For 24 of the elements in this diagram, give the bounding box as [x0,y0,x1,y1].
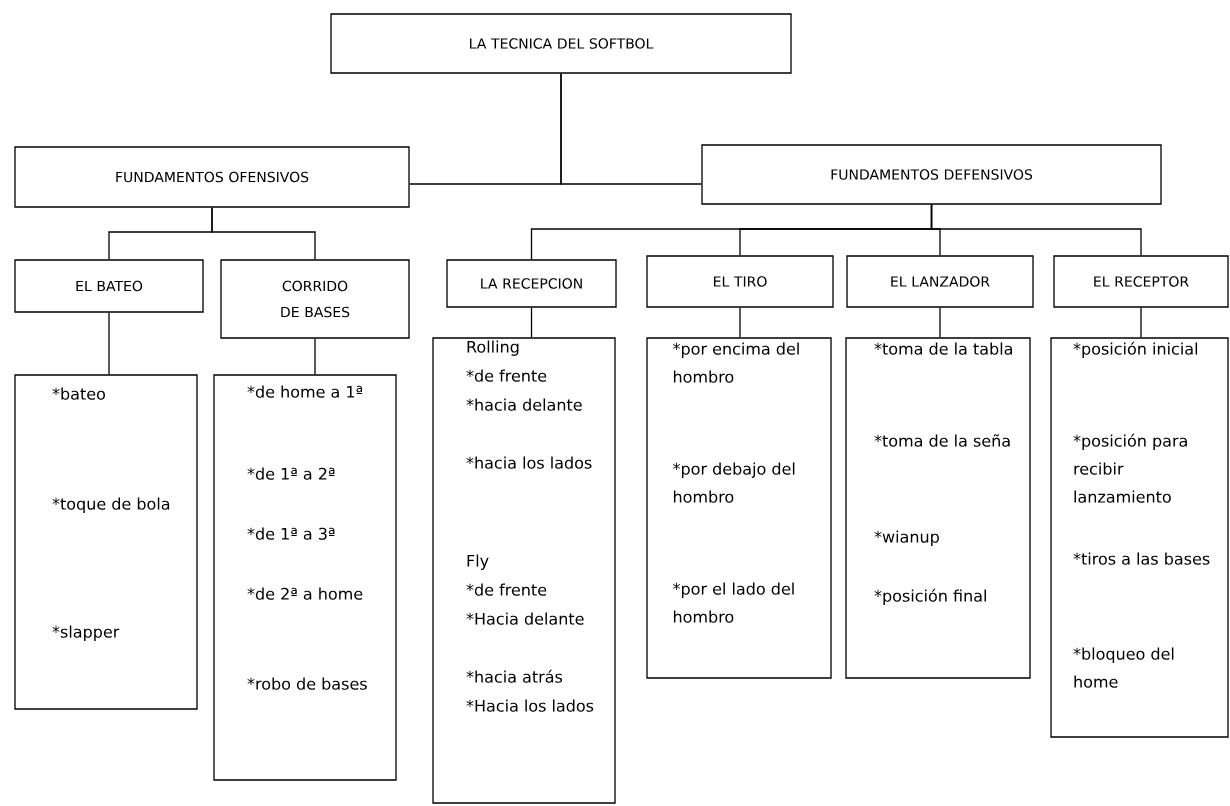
connector-line [530,307,533,338]
category-box: EL LANZADOR [846,255,1034,308]
connector-line [939,307,941,338]
category-box: EL RECEPTOR [1053,255,1229,308]
list-box: *por encima del hombro *por debajo del hombro *por el lado del hombro [646,337,832,679]
title-box: LA TECNICA DEL SOFTBOL [330,13,792,74]
category-box: FUNDAMENTOS OFENSIVOS [14,146,410,208]
connector-line [211,207,316,260]
list-box: Rolling *de frente *hacia delante *hacia los lados Fly *de frente *Hacia delante *hacia atrás *Hacia los lados [432,337,616,804]
category-box: EL BATEO [14,259,204,313]
category-box: LA RECEPCION [446,259,617,308]
category-box: EL TIRO [646,255,834,308]
connector-line [314,338,316,375]
list-box: *posición inicial *posición para recibir lanzamiento *tiros a las bases *bloqueo del home [1050,337,1229,738]
list-box: *bateo *toque de bola *slapper [14,374,198,710]
connector-line [1140,307,1142,338]
connector-line [739,307,741,338]
connector-line [560,73,702,185]
category-box: FUNDAMENTOS DEFENSIVOS [701,144,1162,205]
connector-line [108,312,110,375]
list-box: *toma de la tabla *toma de la seña *wianup *posición final [845,337,1031,679]
category-box: CORRIDO DE BASES [220,259,410,339]
connector-line [930,204,1142,256]
list-box: *de home a 1ª *de 1ª a 2ª *de 1ª a 3ª *de 2ª a home *robo de bases [213,374,397,781]
